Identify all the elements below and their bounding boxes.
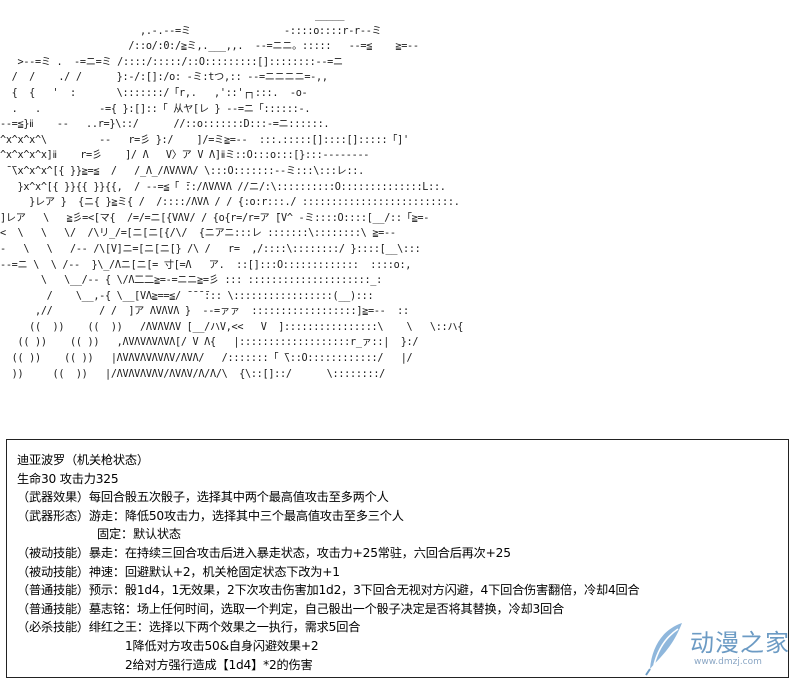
ultimate-king-crimson: （必杀技能）绯红之王：选择以下两个效果之一执行，需求5回合 (17, 620, 361, 635)
ultimate-option-1: 1降低对方攻击50&自身闪避效果+2 (125, 638, 319, 653)
ascii-art-text: _____ ,.-.--=ミ -::::o::::r-r--ミ /::o/:0:… (0, 10, 464, 380)
weapon-effect: （武器效果）每回合骰五次骰子，选择其中两个最高值攻击至多两个人 (17, 490, 389, 505)
ultimate-option-2: 2给对方强行造成【1d4】*2的伤害 (125, 657, 313, 672)
character-stat-card: 迪亚波罗（机关枪状态） 生命30 攻击力325 （武器效果）每回合骰五次骰子，选… (6, 439, 789, 678)
weapon-form-fixed: 固定：默认状态 (97, 527, 181, 542)
feather-logo-icon (645, 623, 682, 676)
passive-godspeed: （被动技能）神速：回避默认+2，机关枪固定状态下改为+1 (17, 564, 340, 579)
weapon-form-roam: （武器形态）游走：降低50攻击力，选择其中三个最高值攻击至多三个人 (17, 508, 404, 523)
site-watermark: 动漫之家 www.dmzj.com (642, 619, 792, 679)
watermark-logo-text: 动漫之家 (690, 629, 790, 657)
skill-epitaph: （普通技能）墓志铭：场上任何时间，选取一个判定，自己骰出一个骰子决定是否将其替换… (17, 601, 564, 616)
passive-rampage: （被动技能）暴走：在持续三回合攻击后进入暴走状态，攻击力+25常驻，六回合后再次… (17, 545, 511, 560)
watermark-url: www.dmzj.com (694, 657, 762, 667)
ascii-art-illustration: _____ ,.-.--=ミ -::::o::::r-r--ミ /::o/:0:… (0, 10, 464, 380)
skill-omen: （普通技能）预示：骰1d4，1无效果，2下次攻击伤害加1d2，3下回合无视对方闪… (17, 583, 640, 598)
character-name: 迪亚波罗（机关枪状态） (17, 453, 149, 467)
character-stats: 生命30 攻击力325 (17, 471, 119, 486)
